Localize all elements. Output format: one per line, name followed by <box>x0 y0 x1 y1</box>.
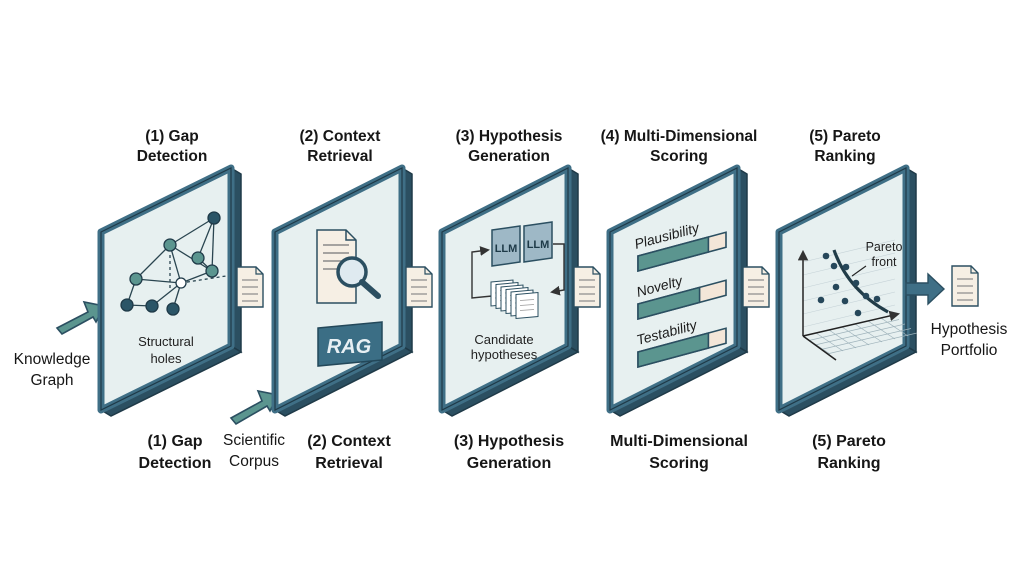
score-bar-fill <box>637 286 701 321</box>
pareto-point <box>832 283 840 291</box>
graph-node <box>166 302 180 316</box>
document-icon <box>573 266 601 308</box>
pareto-front-label-1: Pareto <box>866 240 903 254</box>
score-bar-fill <box>637 235 710 273</box>
pareto-front-label-2: front <box>871 255 897 269</box>
score-bar-fill <box>637 331 710 369</box>
candidate-stack <box>490 279 539 320</box>
scientific-corpus-input-arrow <box>229 389 280 426</box>
graph-node <box>163 238 177 252</box>
rag-label: RAG <box>327 336 371 358</box>
stage2-bottom-title: (2) Context Retrieval <box>307 433 391 472</box>
stage5-bottom-title: (5) Pareto Ranking <box>812 433 886 472</box>
pareto-point <box>862 292 870 300</box>
stage1-panel <box>97 164 243 417</box>
stage1-top-title: (1) Gap Detection <box>136 128 208 165</box>
panel2-document-search <box>316 229 381 304</box>
magnifier-icon <box>336 256 381 299</box>
pareto-plot <box>797 239 918 361</box>
graph-node <box>129 272 143 286</box>
graph-node <box>191 251 205 265</box>
pareto-point <box>830 262 838 270</box>
scientific-corpus-label: Scientific Corpus <box>222 432 286 470</box>
stage2-top-title: (2) Context Retrieval <box>299 128 381 165</box>
knowledge-graph-label: Knowledge Graph <box>13 351 91 389</box>
pareto-point <box>852 279 860 287</box>
portfolio-document-icon <box>951 265 979 307</box>
llm-chip-1: LLM <box>491 225 521 267</box>
panel3-llm-cycle: LLM LLM <box>471 221 565 320</box>
rag-badge: RAG <box>317 321 383 367</box>
graph-node <box>145 299 159 313</box>
knowledge-graph-input-arrow <box>55 300 106 336</box>
pareto-point <box>817 296 825 304</box>
graph-node <box>175 277 187 289</box>
pareto-point <box>842 263 850 271</box>
pareto-point <box>822 252 830 260</box>
document-icon <box>236 266 264 308</box>
stage5-panel <box>775 164 918 417</box>
panel1-graph <box>120 211 227 316</box>
output-document-icon <box>951 265 979 307</box>
pareto-point <box>841 297 849 305</box>
stage4-top-title: (4) Multi-Dimensional Scoring <box>600 128 758 165</box>
stage3-top-title: (3) Hypothesis Generation <box>455 128 563 165</box>
hypothesis-portfolio-label: Hypothesis Portfolio <box>930 321 1008 359</box>
structural-holes-caption-2: holes <box>150 351 182 366</box>
document-icon <box>405 266 433 308</box>
pareto-point <box>873 295 881 303</box>
document-icon <box>742 266 770 308</box>
svg-text:LLM: LLM <box>495 243 518 255</box>
graph-node <box>120 298 134 312</box>
llm-chip-2: LLM <box>523 221 553 263</box>
pareto-point <box>854 309 862 317</box>
stage1-bottom-title: (1) Gap Detection <box>138 433 212 472</box>
output-arrow <box>905 272 946 306</box>
structural-holes-caption-1: Structural <box>138 334 194 349</box>
candidate-caption-2: hypotheses <box>471 347 538 362</box>
candidate-caption-1: Candidate <box>474 332 533 347</box>
svg-text:LLM: LLM <box>527 239 550 251</box>
graph-node <box>207 211 221 225</box>
stage3-bottom-title: (3) Hypothesis Generation <box>453 433 565 472</box>
stage5-top-title: (5) Pareto Ranking <box>809 128 881 165</box>
graph-node <box>205 264 219 278</box>
stage4-bottom-title: Multi-Dimensional Scoring <box>610 433 748 472</box>
